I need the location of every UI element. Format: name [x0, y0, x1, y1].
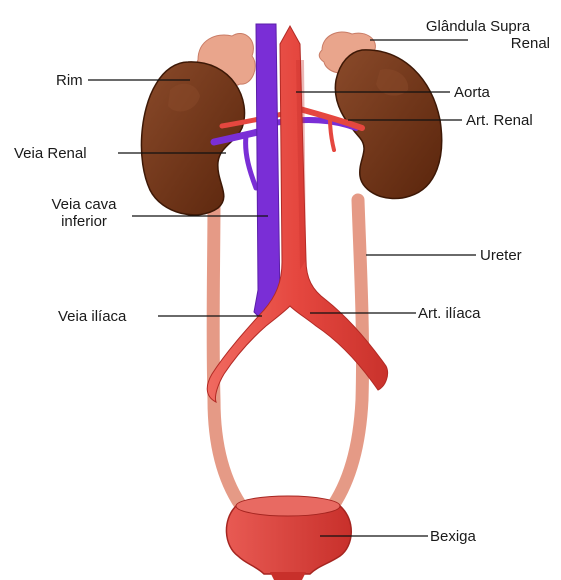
label-aorta: Aorta [454, 84, 490, 101]
bladder [226, 496, 351, 580]
label-veia-cava-line1: Veia cava [38, 196, 130, 213]
label-bexiga: Bexiga [430, 528, 476, 545]
label-rim: Rim [56, 72, 83, 89]
label-glandula-supra-renal: Glândula Supra Renal [404, 18, 552, 52]
label-veia-cava-inferior: Veia cava inferior [38, 196, 130, 230]
bladder-top [236, 496, 340, 516]
vena-cava [254, 24, 280, 322]
label-ureter: Ureter [480, 247, 522, 264]
label-veia-cava-line2: inferior [38, 213, 130, 230]
label-glandula-line2: Renal [404, 35, 552, 52]
label-veia-iliaca: Veia ilíaca [58, 308, 126, 325]
left-renal-vein-branch [246, 136, 256, 188]
label-art-renal: Art. Renal [466, 112, 533, 129]
label-art-iliaca: Art. ilíaca [418, 305, 481, 322]
urethra [270, 572, 306, 580]
label-veia-renal: Veia Renal [14, 145, 87, 162]
label-glandula-line1: Glândula Supra [404, 18, 552, 35]
